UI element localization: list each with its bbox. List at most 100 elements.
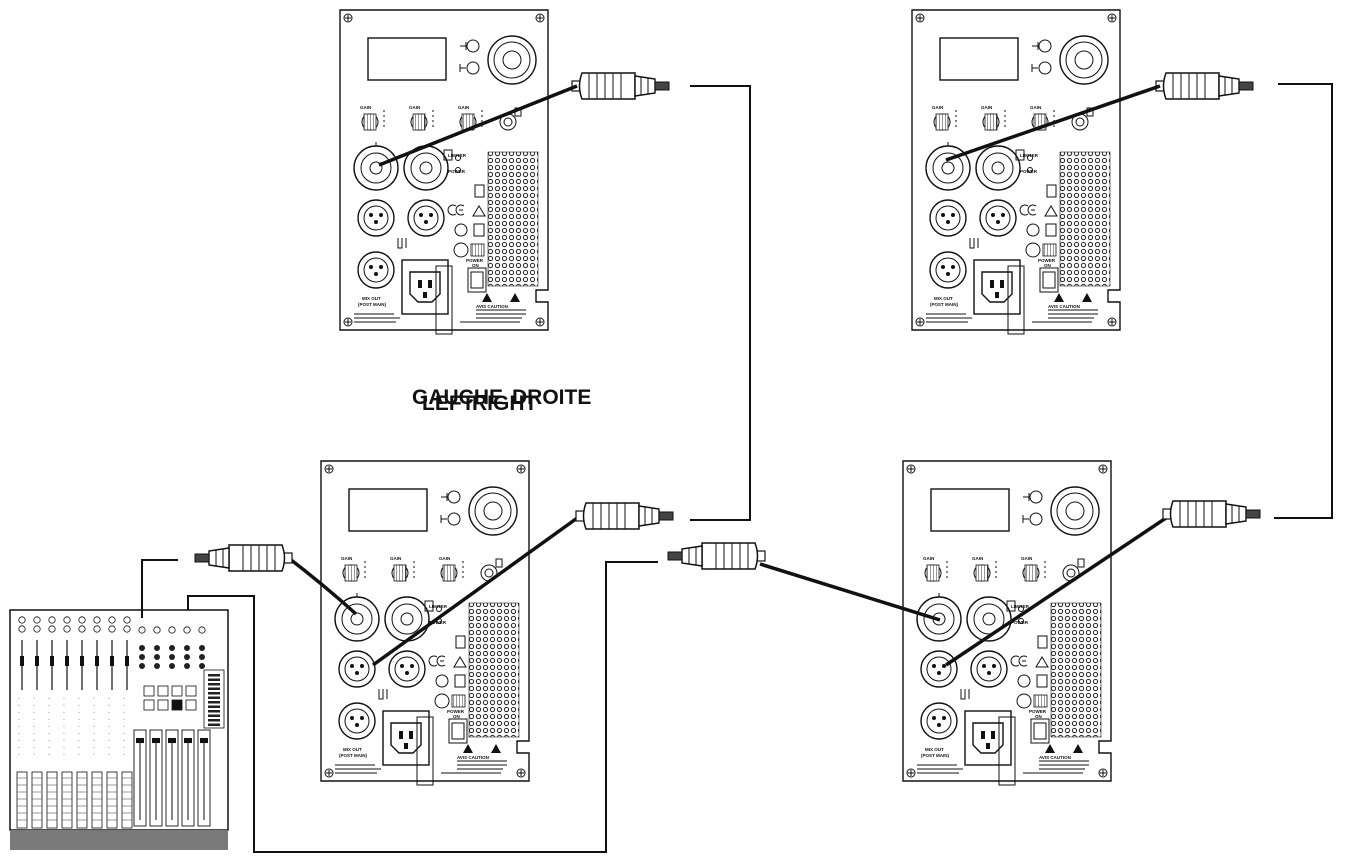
svg-text:◦: ◦ bbox=[78, 745, 80, 751]
wire-right-riser bbox=[1274, 83, 1333, 519]
svg-text:◦: ◦ bbox=[63, 738, 65, 744]
mixer-console: ◦◦◦◦◦◦◦◦◦◦◦◦◦◦◦◦◦◦◦◦◦◦◦◦◦◦◦◦◦◦◦◦◦◦◦◦◦◦◦◦… bbox=[9, 609, 229, 850]
xlr-plug-left-upper bbox=[571, 72, 670, 100]
svg-text:◦: ◦ bbox=[18, 696, 20, 702]
cable-mixer-to-left-input bbox=[284, 554, 358, 616]
svg-text:◦: ◦ bbox=[63, 731, 65, 737]
svg-text:◦: ◦ bbox=[93, 724, 95, 730]
svg-text:◦: ◦ bbox=[33, 738, 35, 744]
svg-text:◦: ◦ bbox=[33, 703, 35, 709]
svg-text:◦: ◦ bbox=[78, 703, 80, 709]
wire-left-riser bbox=[690, 85, 751, 521]
svg-text:◦: ◦ bbox=[123, 717, 125, 723]
label-right: RIGHT bbox=[472, 392, 538, 415]
svg-text:◦: ◦ bbox=[33, 724, 35, 730]
svg-text:◦: ◦ bbox=[63, 724, 65, 730]
svg-text:◦: ◦ bbox=[108, 724, 110, 730]
svg-text:◦: ◦ bbox=[93, 738, 95, 744]
svg-text:◦: ◦ bbox=[108, 696, 110, 702]
svg-text:◦: ◦ bbox=[108, 703, 110, 709]
svg-text:◦: ◦ bbox=[48, 724, 50, 730]
xlr-plug-right-upper bbox=[1155, 72, 1254, 100]
svg-text:◦: ◦ bbox=[48, 745, 50, 751]
svg-text:◦: ◦ bbox=[63, 710, 65, 716]
cables bbox=[141, 72, 1333, 853]
svg-text:◦: ◦ bbox=[18, 752, 20, 758]
svg-text:◦: ◦ bbox=[33, 731, 35, 737]
svg-text:◦: ◦ bbox=[108, 731, 110, 737]
svg-text:◦: ◦ bbox=[48, 710, 50, 716]
svg-text:◦: ◦ bbox=[108, 717, 110, 723]
cable-right-upper-input bbox=[945, 84, 1161, 162]
cable-left-thru bbox=[371, 514, 582, 667]
svg-text:◦: ◦ bbox=[93, 752, 95, 758]
svg-text:◦: ◦ bbox=[48, 717, 50, 723]
cable-left-upper-input bbox=[378, 84, 578, 167]
svg-text:◦: ◦ bbox=[93, 696, 95, 702]
speaker-panel-top-left bbox=[339, 9, 549, 335]
svg-text:◦: ◦ bbox=[78, 696, 80, 702]
svg-text:◦: ◦ bbox=[108, 738, 110, 744]
svg-text:◦: ◦ bbox=[48, 752, 50, 758]
speaker-panel-bottom-left bbox=[320, 460, 530, 786]
xlr-plug-right-link bbox=[667, 542, 766, 570]
svg-text:◦: ◦ bbox=[63, 703, 65, 709]
wire-mixer-out-2 bbox=[187, 561, 658, 853]
svg-text:◦: ◦ bbox=[108, 745, 110, 751]
svg-text:◦: ◦ bbox=[48, 731, 50, 737]
svg-text:◦: ◦ bbox=[63, 696, 65, 702]
svg-text:◦: ◦ bbox=[108, 752, 110, 758]
svg-text:◦: ◦ bbox=[123, 731, 125, 737]
label-droite: DROITE bbox=[512, 386, 591, 409]
svg-text:◦: ◦ bbox=[123, 724, 125, 730]
channel-labels: GAUCHE DROITE LEFT RIGHT bbox=[412, 386, 591, 415]
svg-text:◦: ◦ bbox=[123, 745, 125, 751]
label-left: LEFT bbox=[422, 392, 475, 415]
svg-text:◦: ◦ bbox=[123, 752, 125, 758]
svg-text:◦: ◦ bbox=[93, 745, 95, 751]
wire-mixer-out-1 bbox=[141, 559, 178, 618]
svg-text:◦: ◦ bbox=[78, 731, 80, 737]
svg-text:◦: ◦ bbox=[33, 752, 35, 758]
svg-text:◦: ◦ bbox=[78, 710, 80, 716]
svg-text:◦: ◦ bbox=[78, 724, 80, 730]
svg-text:◦: ◦ bbox=[63, 752, 65, 758]
svg-text:◦: ◦ bbox=[18, 745, 20, 751]
svg-text:◦: ◦ bbox=[123, 710, 125, 716]
svg-text:◦: ◦ bbox=[33, 717, 35, 723]
svg-text:◦: ◦ bbox=[78, 752, 80, 758]
svg-text:◦: ◦ bbox=[63, 717, 65, 723]
cable-right-thru bbox=[945, 512, 1173, 667]
label-gauche: GAUCHE bbox=[412, 386, 503, 409]
svg-text:◦: ◦ bbox=[78, 717, 80, 723]
svg-text:◦: ◦ bbox=[18, 724, 20, 730]
svg-text:◦: ◦ bbox=[108, 710, 110, 716]
xlr-plug-left-lower bbox=[575, 502, 674, 530]
svg-text:◦: ◦ bbox=[18, 703, 20, 709]
svg-text:◦: ◦ bbox=[93, 703, 95, 709]
svg-text:◦: ◦ bbox=[93, 731, 95, 737]
svg-text:◦: ◦ bbox=[48, 738, 50, 744]
svg-text:◦: ◦ bbox=[18, 710, 20, 716]
svg-text:◦: ◦ bbox=[33, 710, 35, 716]
svg-text:◦: ◦ bbox=[18, 731, 20, 737]
svg-text:◦: ◦ bbox=[123, 738, 125, 744]
svg-text:◦: ◦ bbox=[33, 696, 35, 702]
svg-text:◦: ◦ bbox=[63, 745, 65, 751]
cable-right-input bbox=[759, 562, 941, 622]
xlr-plug-mixer bbox=[194, 544, 293, 572]
speaker-panel-top-right bbox=[911, 9, 1121, 335]
svg-text:◦: ◦ bbox=[123, 703, 125, 709]
xlr-plug-right-lower bbox=[1162, 500, 1261, 528]
svg-text:◦: ◦ bbox=[123, 696, 125, 702]
svg-text:◦: ◦ bbox=[48, 703, 50, 709]
svg-text:◦: ◦ bbox=[33, 745, 35, 751]
svg-text:◦: ◦ bbox=[93, 717, 95, 723]
svg-text:◦: ◦ bbox=[18, 738, 20, 744]
svg-text:◦: ◦ bbox=[18, 717, 20, 723]
svg-text:◦: ◦ bbox=[93, 710, 95, 716]
svg-text:◦: ◦ bbox=[78, 738, 80, 744]
svg-text:◦: ◦ bbox=[48, 696, 50, 702]
